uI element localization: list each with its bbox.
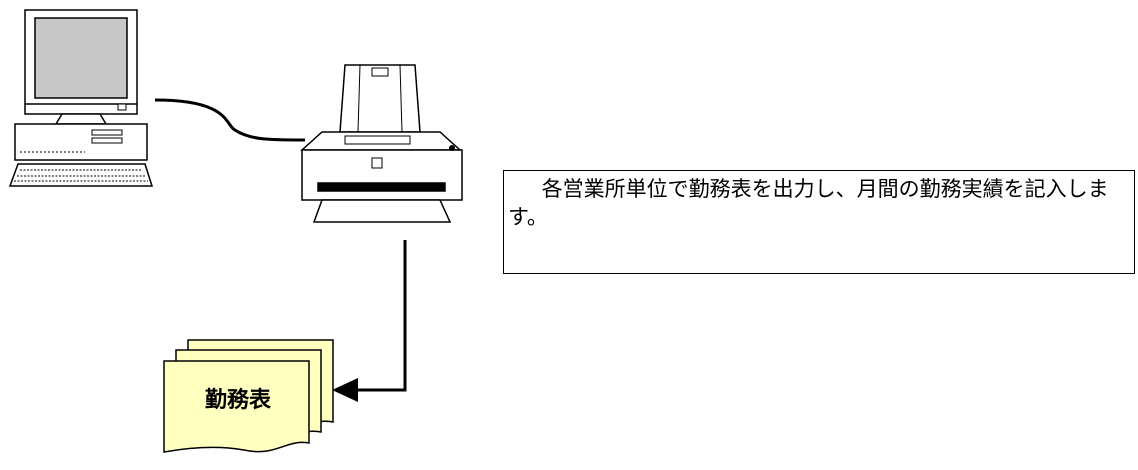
description-box: 各営業所単位で勤務表を出力し、月間の勤務実績を記入します。 bbox=[503, 170, 1135, 274]
document-stack-icon bbox=[163, 339, 334, 453]
document-label: 勤務表 bbox=[204, 388, 271, 413]
computer-icon bbox=[8, 9, 154, 187]
printer-icon bbox=[300, 64, 463, 223]
description-text: 各営業所単位で勤務表を出力し、月間の勤務実績を記入します。 bbox=[508, 177, 1109, 229]
cable-line bbox=[154, 98, 306, 142]
arrow-icon bbox=[332, 240, 407, 402]
